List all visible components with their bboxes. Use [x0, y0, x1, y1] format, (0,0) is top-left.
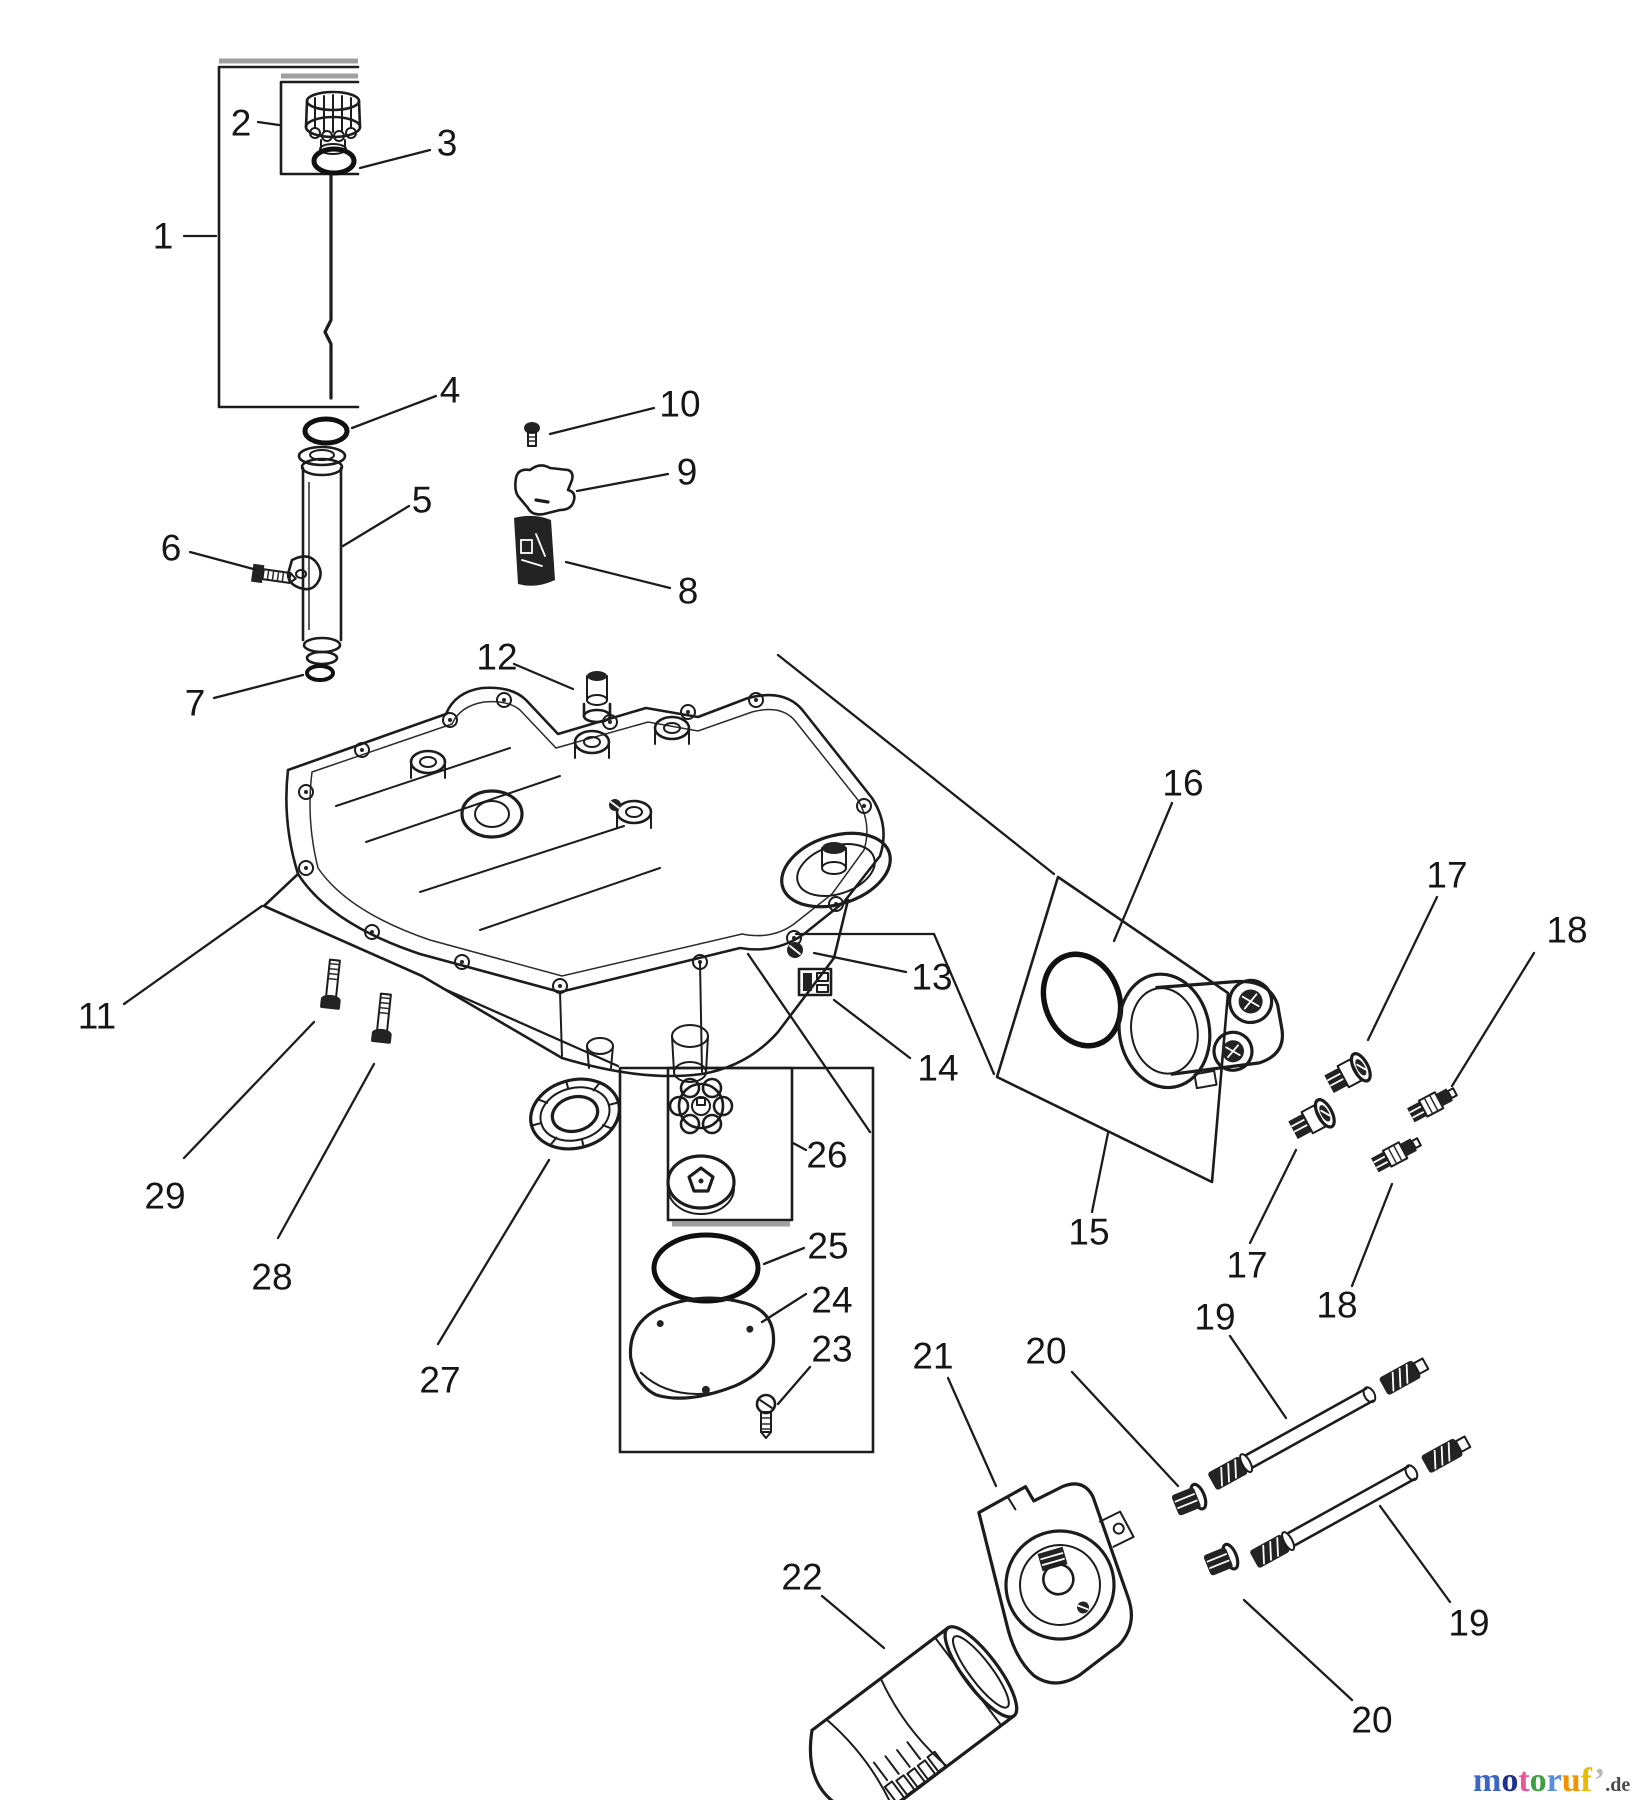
callout-17-lower: 17	[1226, 1244, 1268, 1286]
watermark-letters: motoruf’	[1473, 1762, 1606, 1799]
dowel-pin-13	[787, 942, 803, 958]
callout-25: 25	[807, 1225, 849, 1267]
o-ring-16	[1040, 951, 1124, 1049]
oil-seal-27	[529, 1077, 621, 1151]
watermark-suffix: .de	[1605, 1774, 1631, 1796]
detail-panel-15	[995, 875, 1285, 1184]
pad-center-plug	[821, 842, 847, 875]
callout-8: 8	[677, 570, 699, 612]
callout-12: 12	[476, 636, 518, 678]
o-ring-3	[311, 146, 357, 176]
callout-26: 26	[806, 1134, 848, 1176]
callout-7: 7	[184, 682, 206, 724]
o-ring-4	[302, 416, 350, 446]
pump-box	[618, 1066, 875, 1454]
callout-29: 29	[144, 1175, 186, 1217]
oil-hose-19-upper	[1205, 1353, 1432, 1493]
callout-15: 15	[1068, 1211, 1110, 1253]
callout-6: 6	[160, 527, 182, 569]
o-ring-25	[651, 1232, 761, 1304]
dipstick-blade	[323, 174, 333, 400]
stop-bracket-9	[514, 464, 576, 516]
fitting-18-lower	[1369, 1132, 1425, 1175]
bushing-17-lower	[1284, 1095, 1340, 1146]
o-ring-7	[305, 664, 335, 682]
callout-4: 4	[439, 369, 461, 411]
plug-20-lower	[1200, 1540, 1243, 1580]
bolt-28	[371, 992, 392, 1044]
leader-lines	[122, 120, 1536, 1702]
oil-pan-11	[262, 686, 892, 1083]
callout-18-lower: 18	[1316, 1284, 1358, 1326]
watermark-logo: motoruf’.de	[1473, 1764, 1630, 1798]
callout-1: 1	[152, 215, 174, 257]
detail-wedge-lines	[440, 653, 1056, 1134]
callout-19-lower: 19	[1448, 1602, 1490, 1644]
callout-21: 21	[912, 1335, 954, 1377]
plug-20-upper	[1168, 1480, 1211, 1520]
callout-28: 28	[251, 1256, 293, 1298]
callout-19-upper: 19	[1194, 1296, 1236, 1338]
callout-9: 9	[676, 451, 698, 493]
dipstick-tube-5	[297, 445, 347, 666]
callout-16: 16	[1162, 762, 1204, 804]
callout-10: 10	[659, 383, 701, 425]
decal-8	[514, 515, 555, 586]
oil-filter-22	[808, 1625, 1019, 1800]
callout-22: 22	[781, 1556, 823, 1598]
group-bracket-1	[217, 58, 360, 409]
callout-20-lower: 20	[1351, 1699, 1393, 1741]
callout-23: 23	[811, 1328, 853, 1370]
pump-rotor-knob-26	[668, 1077, 734, 1135]
callout-17-upper: 17	[1426, 854, 1468, 896]
tube-clamp	[286, 555, 322, 591]
callout-24: 24	[811, 1279, 853, 1321]
callout-2: 2	[230, 102, 252, 144]
callout-27: 27	[419, 1359, 461, 1401]
callout-20-upper: 20	[1025, 1330, 1067, 1372]
pan-filter-pad	[780, 831, 892, 909]
pump-cover-24	[628, 1296, 776, 1400]
callout-14: 14	[917, 1047, 959, 1089]
fitting-14	[797, 967, 833, 997]
callout-11: 11	[77, 995, 117, 1037]
callout-5: 5	[411, 479, 433, 521]
bolt-29	[320, 958, 341, 1010]
callout-13: 13	[911, 956, 953, 998]
callout-18-upper: 18	[1546, 909, 1588, 951]
pump-rotor-26	[666, 1154, 736, 1215]
oil-pressure-plug-12	[582, 671, 612, 724]
filter-bracket-21	[977, 1482, 1135, 1685]
bushing-17-upper	[1320, 1049, 1376, 1100]
pan-bolt-holes	[298, 692, 872, 994]
fitting-18-upper	[1405, 1082, 1461, 1125]
screw-10	[524, 422, 540, 447]
oil-filter-adapter	[1117, 972, 1285, 1090]
oil-fill-cap	[304, 90, 362, 155]
screw-23	[755, 1393, 777, 1439]
oil-hose-19-lower	[1247, 1431, 1474, 1571]
callout-3: 3	[436, 122, 458, 164]
